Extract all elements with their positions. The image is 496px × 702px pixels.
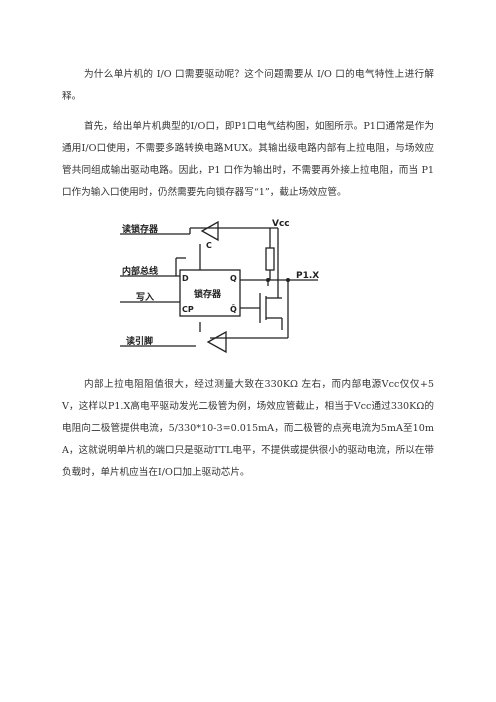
internal-bus-label: 内部总线 xyxy=(122,265,158,277)
read-pin-label: 读引脚 xyxy=(126,335,153,347)
latch-label: 锁存器 xyxy=(194,288,222,300)
paragraph-intro: 为什么单片机的 I/O 口需要驱动呢？这个问题需要从 I/O 口的电气特性上进行… xyxy=(62,69,434,102)
p1x-label: P1.X xyxy=(296,271,319,281)
buffer-c-label: C xyxy=(206,241,212,250)
latch-cp-label: CP xyxy=(182,305,194,314)
paragraph-p1-structure: 首先，给出单片机典型的I/O口，即P1口电气结构图，如图所示。P1口通常是作为通… xyxy=(62,121,434,198)
latch-d-label: D xyxy=(182,274,189,283)
read-latch-label: 读锁存器 xyxy=(122,223,159,235)
p1-port-circuit-diagram: 读锁存器 内部总线 写入 读引脚 锁存器 D CP Q Q̄ C Vcc P1.… xyxy=(118,218,338,368)
latch-q-label: Q xyxy=(230,274,237,283)
write-label: 写入 xyxy=(136,292,154,303)
vcc-label: Vcc xyxy=(272,219,290,229)
latch-qbar-label: Q̄ xyxy=(230,304,237,314)
paragraph-pullup-analysis: 内部上拉电阻阻值很大，经过测量大致在330KΩ 左右，而内部电源Vcc仅仅+5V… xyxy=(62,379,434,478)
circuit-svg: 读锁存器 内部总线 写入 读引脚 锁存器 D CP Q Q̄ C Vcc P1.… xyxy=(120,219,319,354)
